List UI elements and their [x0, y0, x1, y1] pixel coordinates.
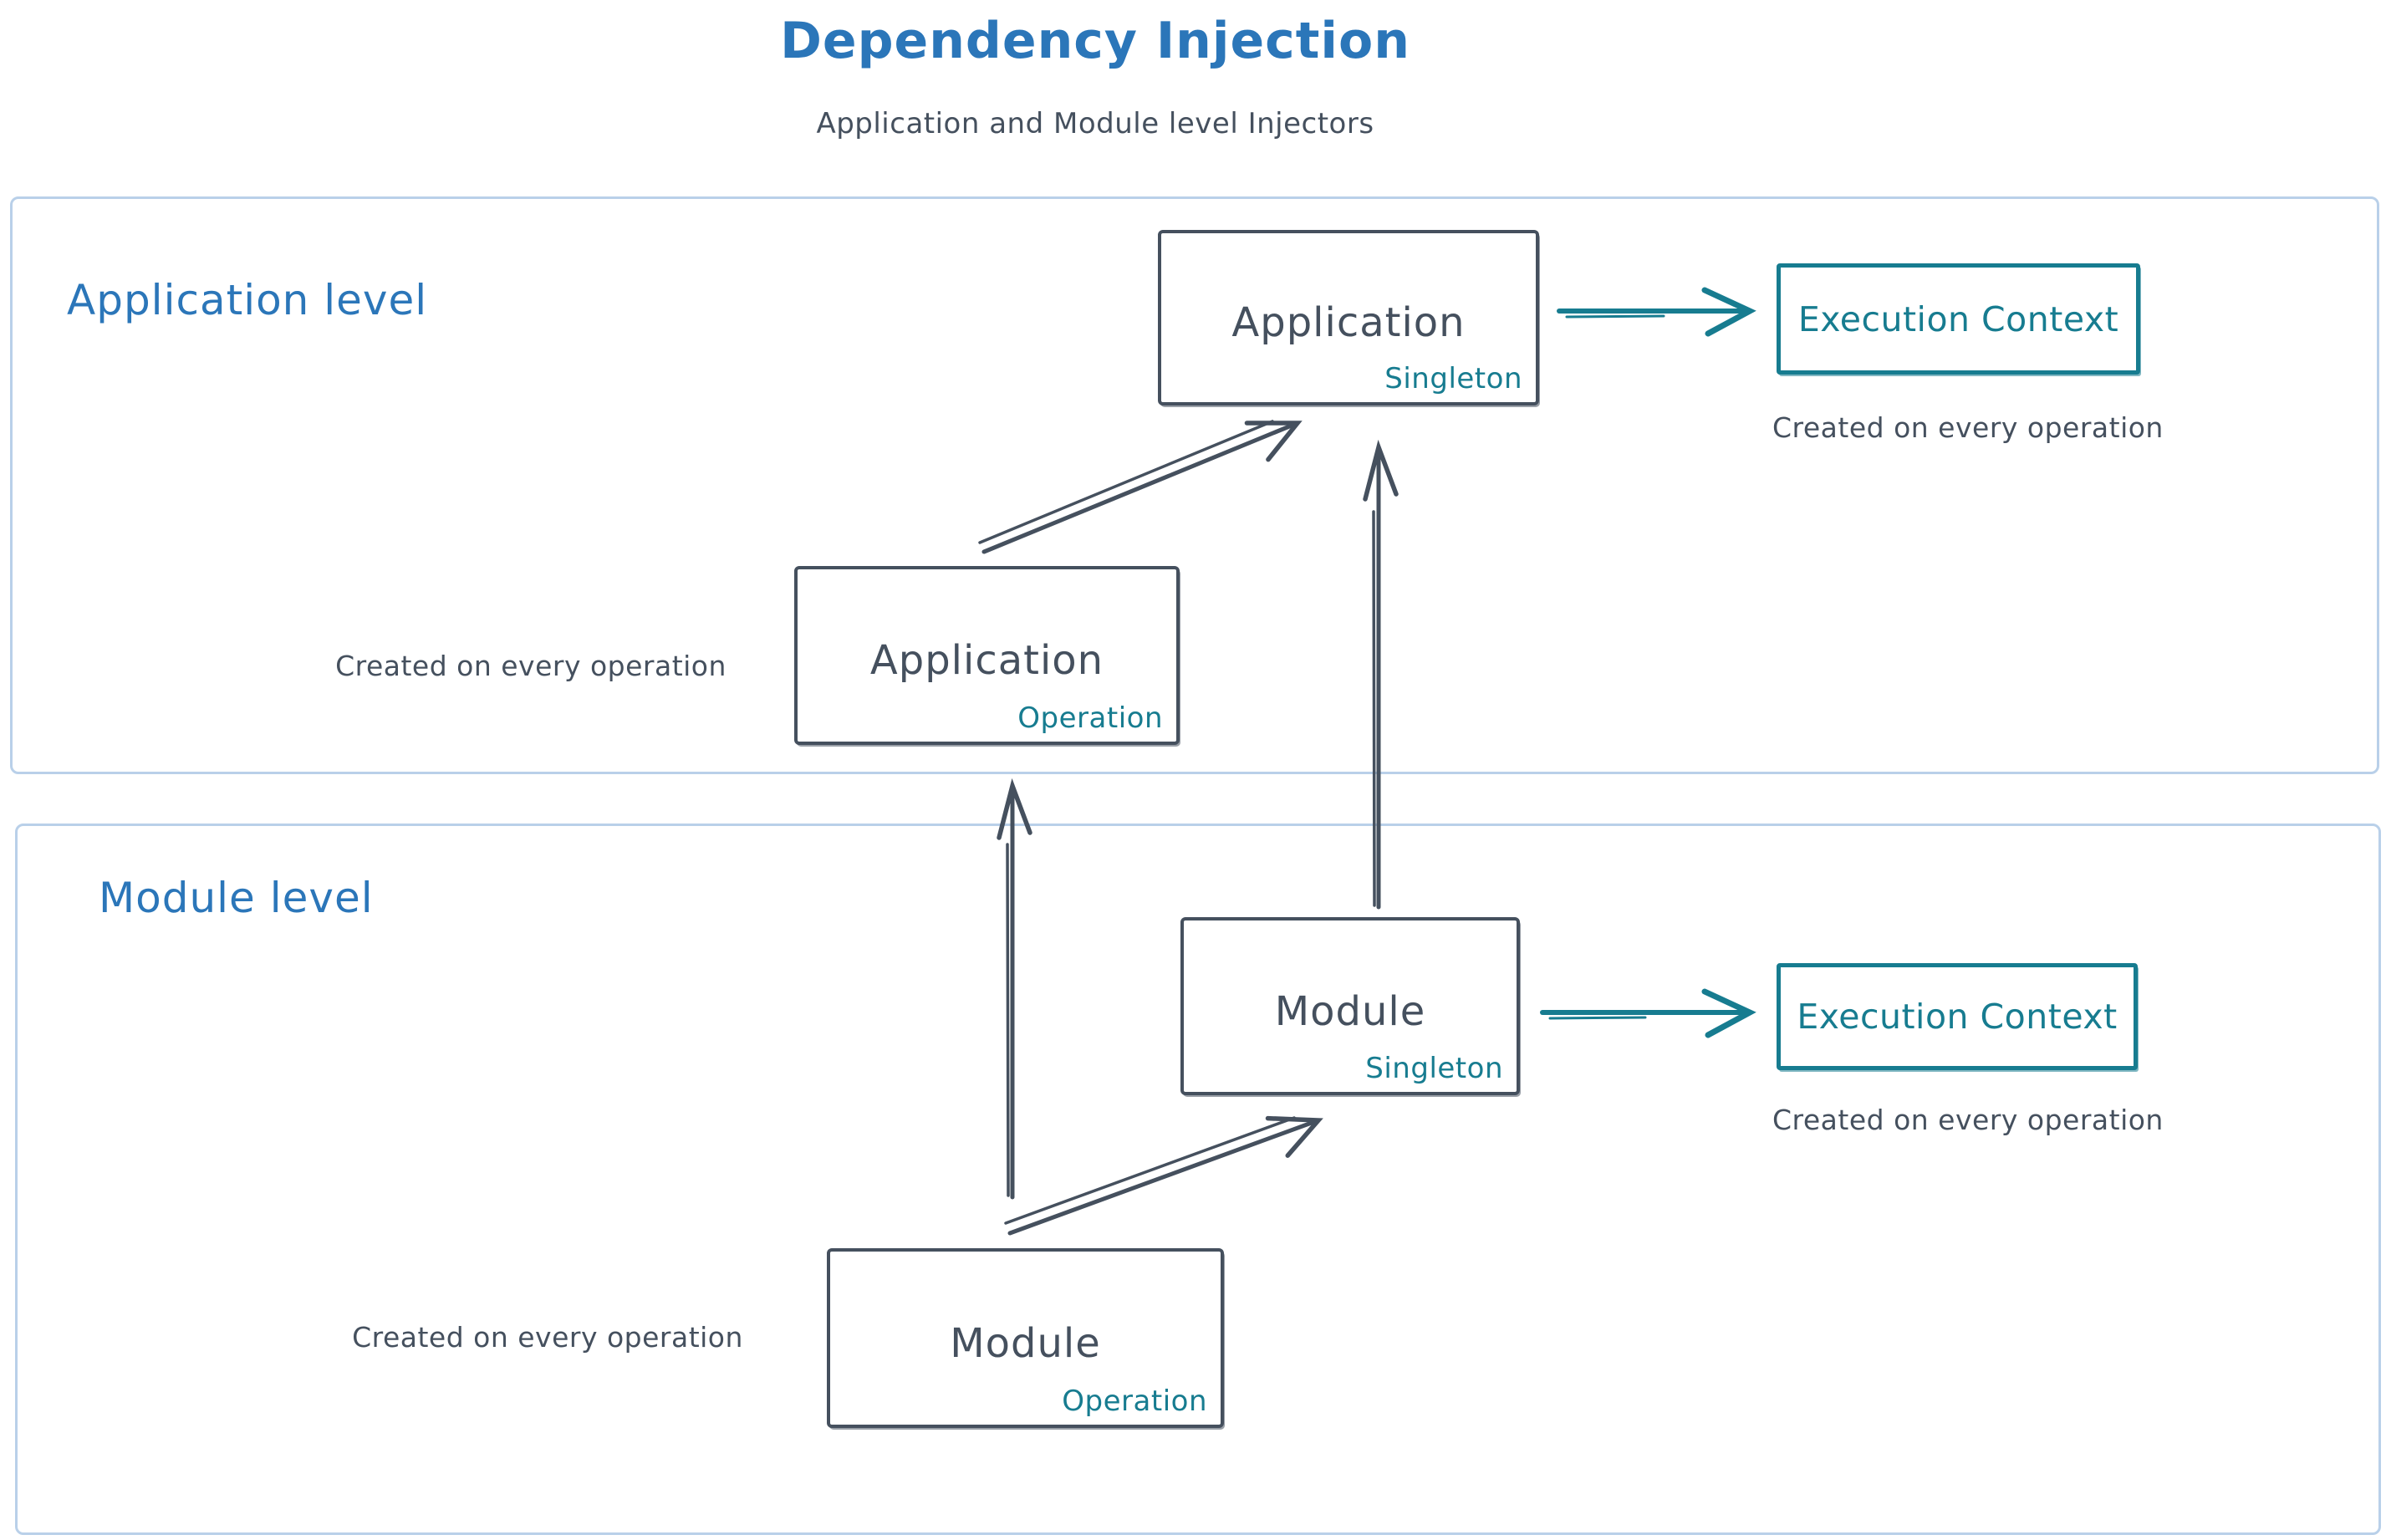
- application-level-label: Application level: [67, 276, 428, 324]
- module-execution-context-box: Execution Context: [1777, 963, 2138, 1070]
- module-level-section: [15, 824, 2381, 1535]
- module-operation-scope-label: Operation: [1062, 1384, 1207, 1418]
- app-singleton-title: Application: [1231, 299, 1466, 346]
- module-operation-caption: Created on every operation: [352, 1321, 743, 1354]
- module-execution-context-label: Execution Context: [1797, 997, 2118, 1037]
- app-operation-scope-label: Operation: [1017, 701, 1163, 735]
- module-singleton-scope-label: Singleton: [1365, 1052, 1503, 1085]
- module-execution-context-caption: Created on every operation: [1772, 1104, 2164, 1136]
- module-singleton-title: Module: [1274, 987, 1426, 1035]
- app-operation-box: Application Operation: [794, 566, 1180, 745]
- module-operation-title: Module: [950, 1319, 1101, 1367]
- page-subtitle: Application and Module level Injectors: [816, 107, 1374, 140]
- module-level-label: Module level: [99, 874, 374, 922]
- app-singleton-box: Application Singleton: [1158, 230, 1539, 405]
- app-execution-context-box: Execution Context: [1777, 263, 2140, 375]
- application-level-section: [10, 196, 2379, 774]
- app-execution-context-caption: Created on every operation: [1772, 411, 2164, 444]
- module-singleton-box: Module Singleton: [1180, 917, 1520, 1095]
- app-operation-title: Application: [869, 637, 1104, 684]
- app-execution-context-label: Execution Context: [1797, 298, 2119, 339]
- module-operation-box: Module Operation: [827, 1248, 1224, 1428]
- app-singleton-scope-label: Singleton: [1384, 362, 1522, 395]
- app-operation-caption: Created on every operation: [335, 650, 727, 682]
- page-title: Dependency Injection: [780, 12, 1410, 70]
